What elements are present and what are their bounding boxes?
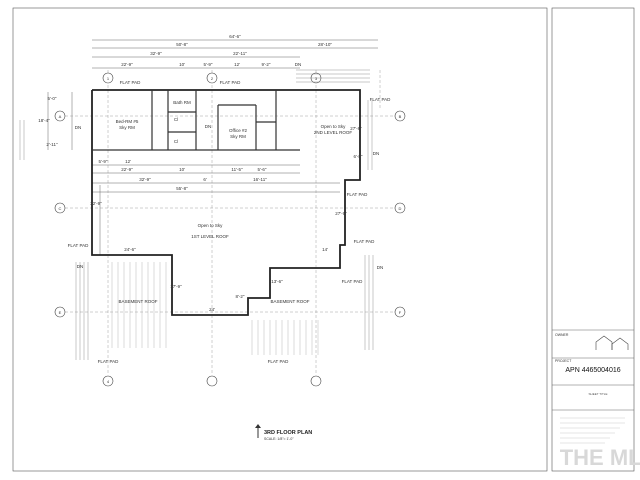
interior-walls	[92, 90, 300, 151]
dim-right-block: 28'-10"	[318, 42, 332, 47]
room-office-note: Sky RM	[230, 134, 246, 139]
dim-mid-row4: 55'-8"	[176, 186, 188, 191]
dim-mid-row2-a: 22'-9"	[121, 167, 133, 172]
grid-bubble-label-e: E	[59, 310, 62, 315]
dim-left-vert-c: 2'-11"	[46, 142, 58, 147]
label-dn-6: DN	[377, 265, 384, 270]
title-block-notes	[560, 417, 625, 444]
room-basement-roof-right: BASEMENT ROOF	[271, 299, 310, 304]
dim-top-b: 22'-11"	[233, 51, 247, 56]
grid-bubble-label-1: 1	[107, 76, 110, 81]
label-flat-pad-6: FLAT PAD	[342, 279, 364, 284]
label-flat-pad-5: FLAT PAD	[354, 239, 376, 244]
grid-bubble-label-4: 4	[107, 379, 110, 384]
grid-bubble-label-d: D	[399, 206, 402, 211]
label-dn-3: DN	[205, 124, 212, 129]
dim-top-a: 32'-9"	[150, 51, 162, 56]
exterior-walls	[91, 89, 361, 316]
grid-bubble-label-2: 2	[211, 76, 214, 81]
label-dn-5: DN	[77, 264, 84, 269]
dim-left-vert-a: 18'-4"	[38, 118, 50, 123]
dim-right-vert-a: 27'-8"	[350, 126, 362, 131]
grid-bubble-label-b: B	[399, 114, 402, 119]
label-flat-pad-1: FLAT PAD	[120, 80, 142, 85]
sheet-title: 3RD FLOOR PLAN	[264, 430, 312, 436]
dim-lower-f: 8'-2"	[236, 294, 245, 299]
dim-lower-b: 14'	[322, 247, 328, 252]
room-bedroom-note: Sky RM	[119, 125, 135, 130]
dim-top-c1: 22'-9"	[121, 62, 133, 67]
label-dn-1: DN	[295, 62, 302, 67]
label-flat-pad-7: FLAT PAD	[68, 243, 90, 248]
title-block-border	[551, 7, 635, 472]
dim-mid-row1-b: 12'	[125, 159, 131, 164]
dim-overall: 64'-6"	[229, 34, 241, 39]
dim-left-block: 50'-8"	[176, 42, 188, 47]
room-closet-a: Cl	[174, 117, 178, 122]
label-flat-pad-8: FLAT PAD	[98, 359, 120, 364]
room-open-to-sky-1st: Open to Sky	[198, 223, 224, 228]
house-logo-icon	[595, 335, 629, 350]
dim-lower-c: 17'-9"	[170, 284, 182, 289]
room-bath: Bath RM	[173, 100, 191, 105]
grid-bubble-label-a: A	[59, 114, 62, 119]
room-open-to-sky-2nd: Open to Sky	[321, 124, 347, 129]
dim-left-vert-b: 5'-0"	[48, 96, 57, 101]
grid-lines	[60, 70, 400, 375]
dim-lower-d: 24'	[209, 307, 215, 312]
sheet-title-small: SHEET TITLE	[589, 392, 608, 396]
dim-right-vert-c: 27'-9"	[335, 211, 347, 216]
basement-roof-hatch	[111, 262, 319, 355]
sheet-scale: SCALE: 1/8"= 1'-0"	[264, 437, 294, 441]
dim-mid-row2-d: 5'-6"	[258, 167, 267, 172]
label-flat-pad-4: FLAT PAD	[347, 192, 369, 197]
label-dn-2: DN	[75, 125, 82, 130]
project-heading: PROJECT	[555, 359, 572, 363]
label-flat-pad-2: FLAT PAD	[220, 80, 242, 85]
grid-bubbles	[54, 72, 406, 387]
dim-top-c4: 12'	[234, 62, 240, 67]
dim-lower-a: 24'-6"	[124, 247, 136, 252]
section-marker-icon	[255, 424, 261, 438]
label-flat-pad-3: FLAT PAD	[370, 97, 392, 102]
room-second-level-roof: 2ND LEVEL ROOF	[314, 130, 353, 135]
room-bedroom: Bed-RM #5	[116, 119, 139, 124]
room-closet-b: Cl	[174, 139, 178, 144]
room-first-level-roof: 1ST LEVEL ROOF	[191, 234, 229, 239]
dim-west-vert: 32'-9"	[90, 201, 102, 206]
dim-mid-row3-a: 32'-9"	[139, 177, 151, 182]
dim-mid-row2-c: 11'-5"	[231, 167, 243, 172]
dim-mid-row1-a: 5'-9"	[99, 159, 108, 164]
drawing-border	[12, 7, 548, 472]
room-office: Office #2	[229, 128, 247, 133]
label-flat-pad-9: FLAT PAD	[268, 359, 290, 364]
dim-mid-row2-b: 10'	[179, 167, 185, 172]
grid-bubble-label-c: C	[59, 206, 62, 211]
dim-right-vert-b: 6'-8"	[354, 154, 363, 159]
grid-bubble-label-f: F	[399, 310, 402, 315]
dim-top-c2: 10'	[179, 62, 185, 67]
owner-heading: OWNER	[555, 333, 569, 337]
grid-bubble-label-3: 3	[315, 76, 318, 81]
label-dn-4: DN	[373, 151, 380, 156]
mls-watermark: THE MLS	[560, 445, 640, 470]
dim-mid-row3-b: 6'	[203, 177, 207, 182]
apn-number: APN 4465004016	[565, 367, 620, 374]
dim-mid-row3-c: 16'-11"	[253, 177, 267, 182]
dim-lower-e: 13'-6"	[271, 279, 283, 284]
stairs	[19, 69, 374, 360]
room-basement-roof-left: BASEMENT ROOF	[119, 299, 158, 304]
title-block: OWNER PROJECT APN 4465004016 SHEET TITLE…	[552, 329, 640, 470]
dim-top-c5: 9'-2"	[262, 62, 271, 67]
dim-top-c3: 5'-9"	[204, 62, 213, 67]
